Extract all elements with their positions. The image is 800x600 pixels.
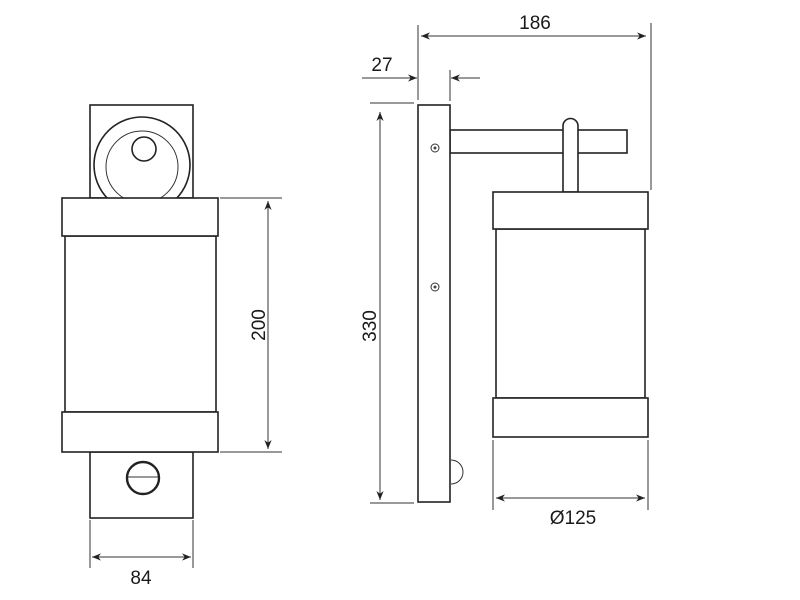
hanging-post bbox=[562, 117, 579, 193]
dimension-label-27: 27 bbox=[371, 55, 392, 76]
screw-icon bbox=[430, 143, 440, 153]
wall-plate bbox=[417, 104, 451, 503]
dimension-label-186: 186 bbox=[519, 13, 551, 34]
screw-icon bbox=[430, 282, 440, 292]
front-cylinder-body bbox=[64, 235, 217, 413]
dimension-label-200: 200 bbox=[249, 309, 270, 341]
sensor-icon bbox=[125, 460, 161, 496]
side-bottom-cap bbox=[492, 397, 649, 438]
mount-knob bbox=[131, 136, 157, 162]
screw-center bbox=[433, 146, 437, 150]
screw-center bbox=[433, 285, 437, 289]
side-top-cap bbox=[492, 191, 649, 230]
front-top-cap bbox=[61, 197, 219, 237]
dimension-label-diameter: Ø125 bbox=[550, 508, 596, 529]
support-arm bbox=[449, 129, 628, 154]
side-cylinder-body bbox=[495, 228, 646, 399]
side-view: 330 186 27 Ø125 bbox=[360, 13, 652, 529]
front-bottom-cap bbox=[61, 411, 219, 453]
side-sensor bbox=[450, 459, 464, 485]
front-view: 200 84 bbox=[61, 104, 282, 589]
dimension-label-330: 330 bbox=[360, 310, 381, 342]
dimension-label-84: 84 bbox=[130, 568, 152, 589]
